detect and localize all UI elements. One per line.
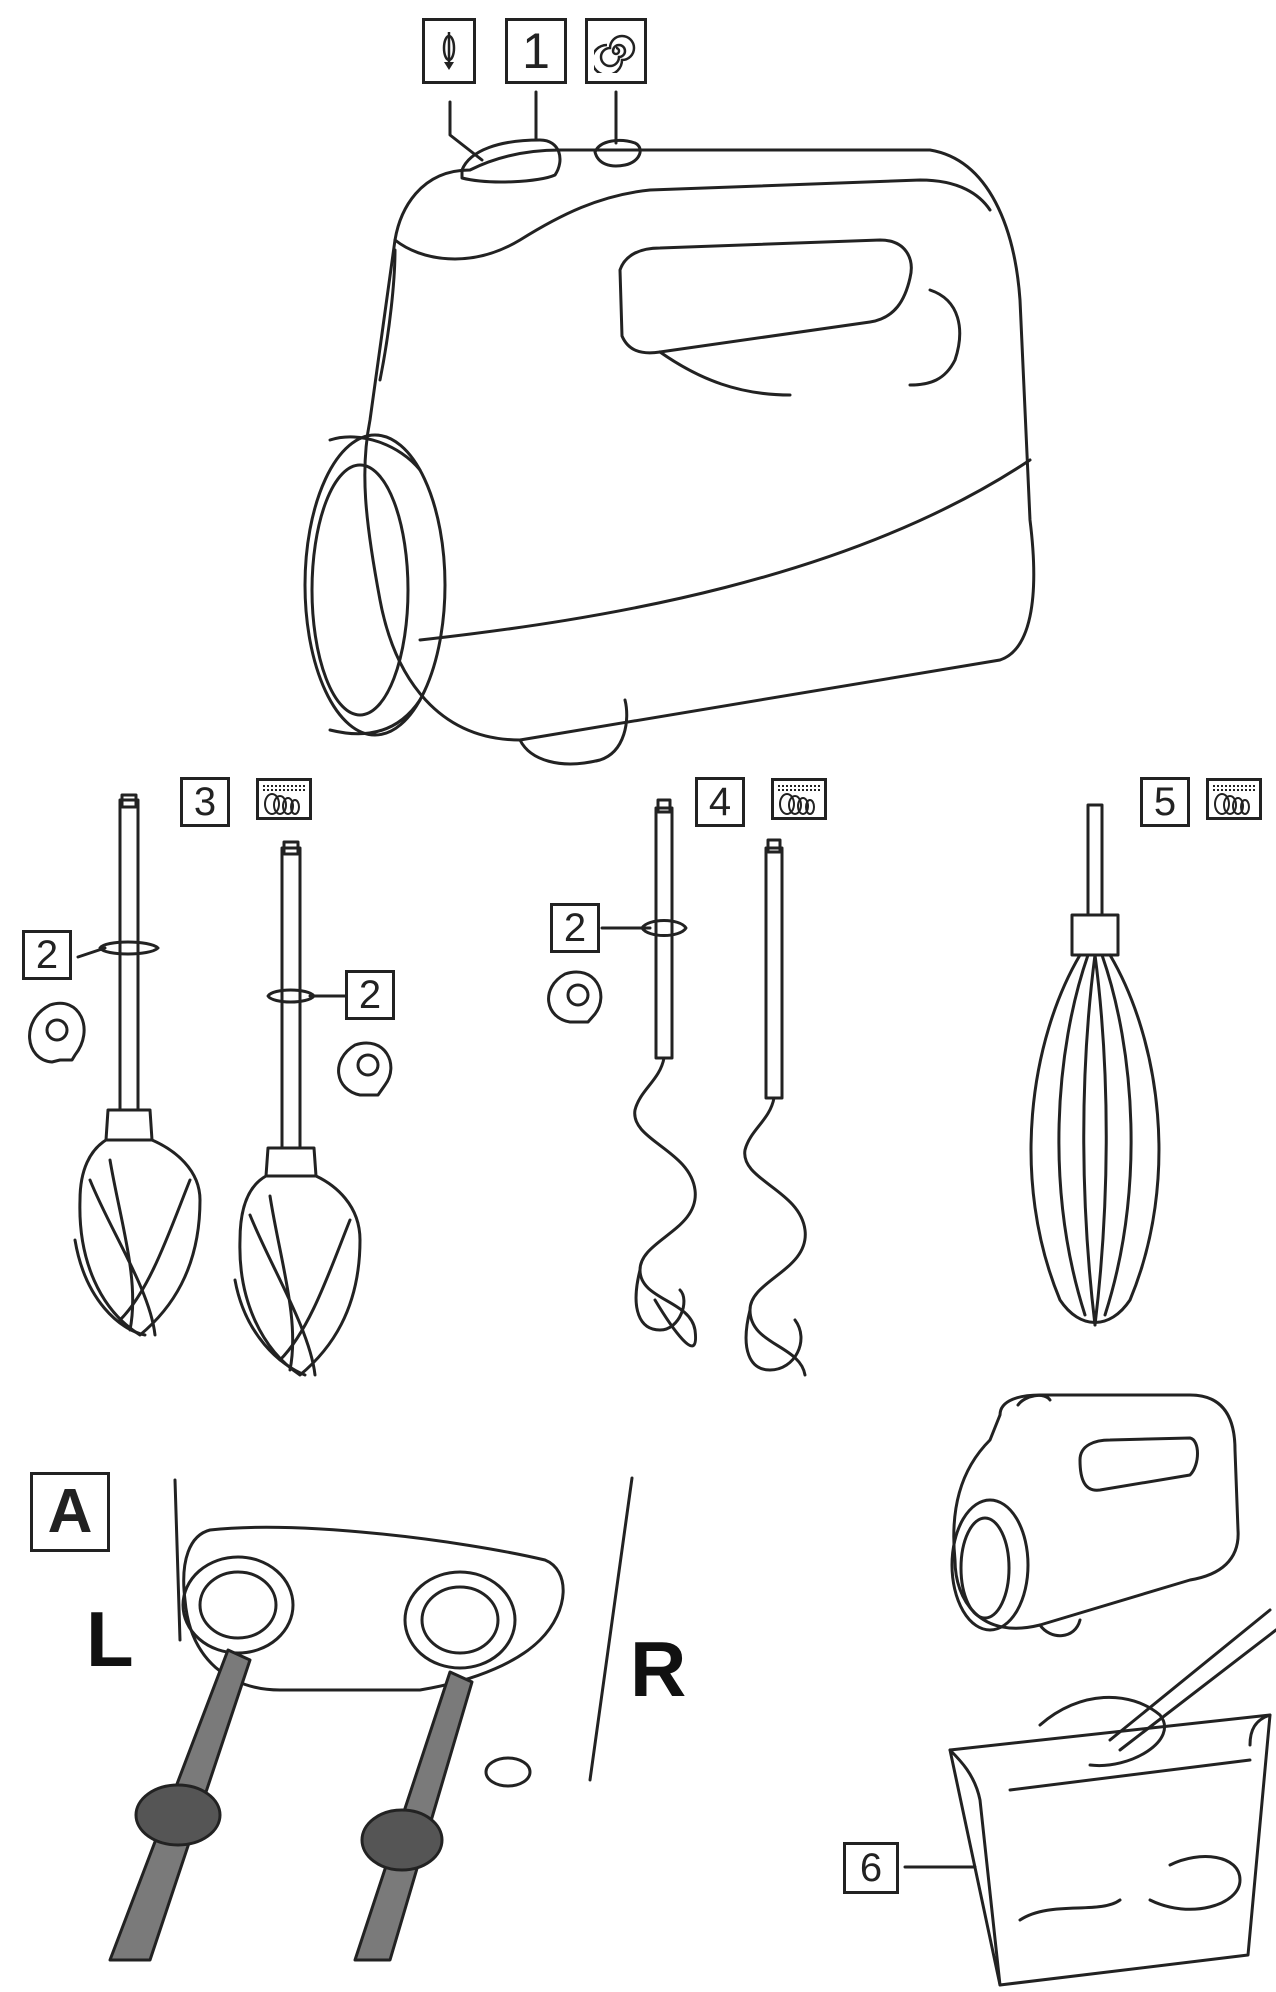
turbo-spiral-icon [585, 18, 647, 84]
ejector-ring-icon-1 [28, 1001, 86, 1064]
balloon-whisk [1029, 803, 1161, 1327]
right-socket-label: R [630, 1625, 687, 1713]
callout-3: 3 [180, 777, 230, 827]
callout-5: 5 [1140, 777, 1190, 827]
eject-button-icon [422, 18, 476, 84]
storage-case [903, 1608, 1276, 1987]
dishwasher-safe-icon [771, 778, 827, 820]
dough-hook-right [743, 838, 807, 1377]
hand-mixer-body [303, 90, 1036, 766]
beater-shaft-left [108, 1648, 252, 1962]
section-a-label: A [30, 1472, 110, 1552]
callout-2-beater-right: 2 [345, 970, 395, 1020]
callout-2-beater-left: 2 [22, 930, 72, 980]
callout-2-dough-hook: 2 [550, 903, 600, 953]
left-socket-label: L [86, 1595, 134, 1683]
callout-1: 1 [505, 18, 567, 84]
dishwasher-safe-icon [256, 778, 312, 820]
beater-left [73, 793, 202, 1337]
callout-4: 4 [695, 777, 745, 827]
dishwasher-safe-icon [1206, 778, 1262, 820]
small-hand-mixer [950, 1393, 1240, 1638]
ejector-ring-icon-3 [547, 970, 603, 1024]
beater-shaft-right [353, 1670, 474, 1962]
socket-detail-panel [173, 1476, 634, 1788]
ejector-ring-icon-2 [337, 1041, 393, 1097]
callout-6: 6 [843, 1842, 899, 1894]
beater-right [233, 840, 362, 1377]
dough-hook-left [633, 798, 698, 1348]
